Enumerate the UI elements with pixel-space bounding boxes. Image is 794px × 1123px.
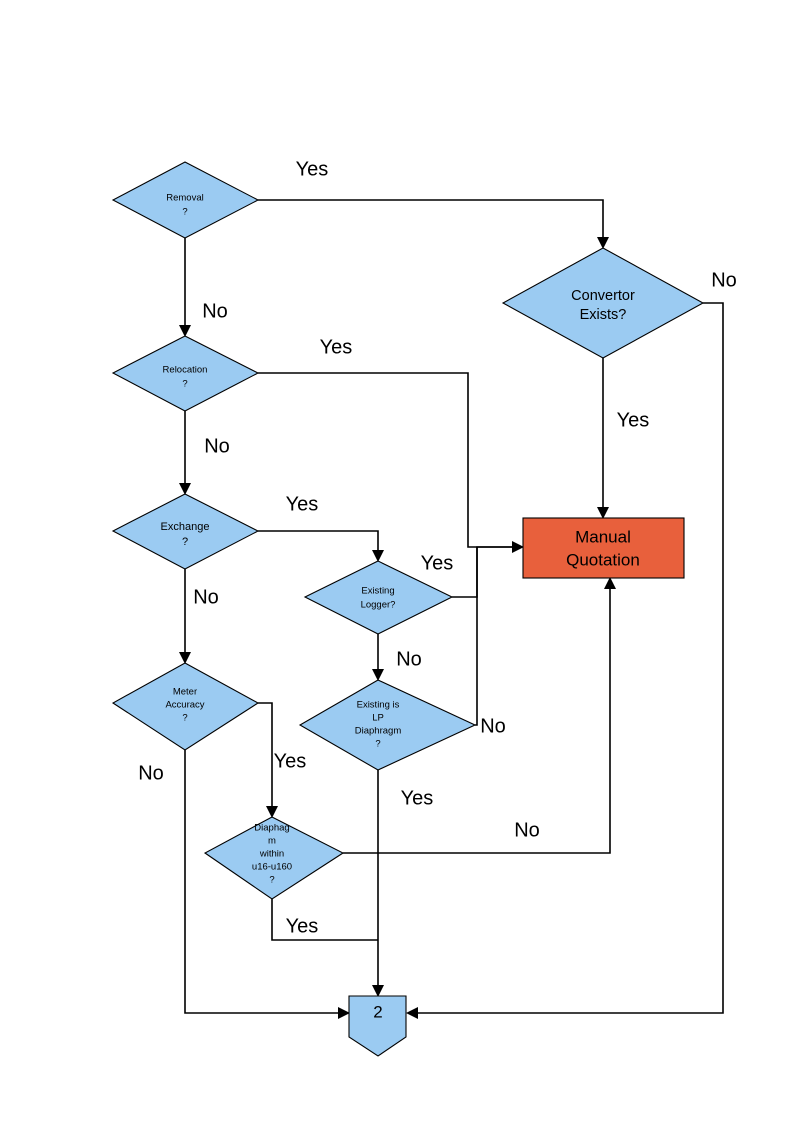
node-convertor-exists[interactable]: Convertor Exists? [501,247,705,359]
node-manual-quotation-line1: Manual [575,527,631,546]
node-existing-lp-diaphragm[interactable]: Existing is LP Diaphragm ? [298,679,477,771]
label-existing-lp-no: No [480,715,506,737]
label-removal-no: No [202,300,228,322]
edge-exchange-yes [258,530,379,550]
node-convertor-line1: Convertor [571,288,635,304]
node-diaphagm-line1: Diaphag [254,823,289,834]
node-connector-two-label: 2 [373,1002,382,1021]
label-exchange-no: No [193,586,219,608]
arrowhead-meter-accuracy-yes [266,806,278,818]
node-meter-accuracy-line3: ? [182,713,187,724]
node-diaphagm-range[interactable]: Diaphag m within u16-u160 ? [203,816,345,900]
label-diaphagm-to-manual-quotation-no: No [514,819,540,841]
arrowhead-exchange-yes [372,550,384,562]
edge-convertor-no [418,302,724,1014]
node-diaphagm-line3: within [259,849,284,860]
node-meter-accuracy-line2: Accuracy [165,700,204,711]
node-convertor-line2: Exists? [580,307,627,323]
node-existing-lp-line4: ? [375,739,380,750]
edge-relocation-yes [258,372,512,548]
label-existing-logger-yes: Yes [421,552,454,574]
arrowhead-relocation-yes [512,541,524,553]
label-relocation-yes: Yes [320,336,353,358]
arrowhead-existing-logger-no [372,669,384,681]
node-exchange[interactable]: Exchange ? [111,493,260,570]
node-diaphagm-line2: m [268,836,276,847]
arrowhead-meter-accuracy-no [338,1007,350,1019]
label-diaphagm-yes: Yes [286,915,319,937]
node-connector-two[interactable]: 2 [348,995,407,1057]
label-meter-accuracy-yes: Yes [274,750,307,772]
arrowhead-removal-no [179,325,191,337]
edge-removal-yes [258,199,604,238]
node-meter-accuracy-line1: Meter [173,687,197,698]
node-existing-logger-line1: Existing [361,586,394,597]
node-existing-lp-line1: Existing is [357,700,400,711]
edge-existing-logger-yes [452,546,512,598]
arrowhead-removal-yes [597,237,609,249]
edge-meter-accuracy-yes [258,702,273,806]
edge-diaphagm-yes [271,899,378,941]
arrowhead-convertor-no [406,1007,418,1019]
arrowhead-to-connector-two-top [372,985,384,997]
label-convertor-no: No [711,269,737,291]
label-meter-accuracy-no: No [138,762,164,784]
label-convertor-yes: Yes [617,409,650,431]
label-existing-lp-yes: Yes [401,787,434,809]
label-exchange-yes: Yes [286,493,319,515]
label-existing-logger-no: No [396,648,422,670]
label-relocation-no: No [204,435,230,457]
edge-diaphagm-to-manual-quotation [343,589,611,854]
node-relocation-line1: Relocation [163,365,208,376]
arrowhead-relocation-no [179,483,191,495]
edge-meter-accuracy-no [184,750,338,1014]
node-exchange-line1: Exchange [161,521,210,533]
node-existing-lp-line2: LP [372,713,384,724]
arrowhead-convertor-yes [597,507,609,519]
arrowhead-diaphagm-to-manual-quotation [604,577,616,589]
node-relocation[interactable]: Relocation ? [111,335,260,412]
node-relocation-line2: ? [182,379,187,390]
node-diaphagm-line5: ? [269,875,274,886]
node-exchange-line2: ? [182,536,188,548]
node-existing-logger[interactable]: Existing Logger? [303,560,454,635]
node-existing-logger-line2: Logger? [361,600,396,611]
label-removal-yes: Yes [296,158,329,180]
node-existing-lp-line3: Diaphragm [355,726,402,737]
node-meter-accuracy[interactable]: Meter Accuracy ? [111,662,260,751]
node-removal[interactable]: Removal ? [111,161,260,239]
node-removal-line2: ? [182,207,187,218]
node-diaphagm-line4: u16-u160 [252,862,292,873]
arrowhead-exchange-no [179,652,191,664]
node-removal-line1: Removal [166,193,204,204]
node-manual-quotation[interactable]: Manual Quotation [522,517,685,579]
edge-existing-lp-no [475,547,478,726]
node-manual-quotation-line2: Quotation [566,550,640,569]
